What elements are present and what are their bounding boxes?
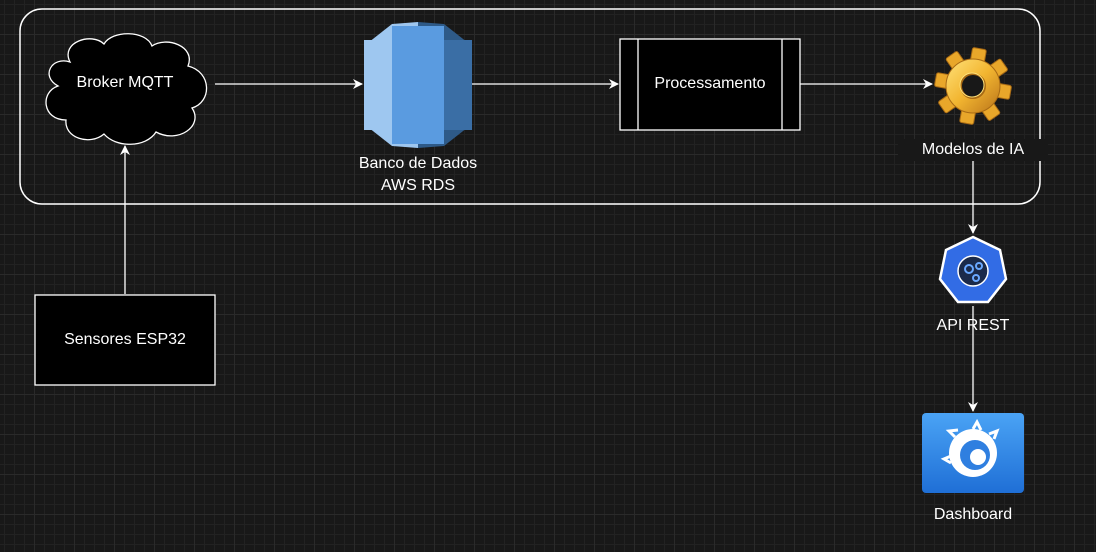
broker-cloud-shape[interactable] [45,33,208,145]
database-label: Banco de Dados AWS RDS [358,155,478,194]
ai-models-label: Modelos de IA [898,139,1048,161]
broker-label: Broker MQTT [76,74,174,91]
dashboard-label: Dashboard [933,506,1013,523]
dashboard-grafana-icon[interactable] [922,413,1024,493]
cloud-group-container [19,8,1041,205]
processing-box[interactable] [619,38,801,131]
sensors-label: Sensores ESP32 [64,331,186,348]
processing-label: Processamento [654,75,766,92]
aws-rds-database-icon[interactable] [364,22,472,148]
sensors-box[interactable] [34,294,216,386]
api-kubernetes-icon[interactable] [938,235,1008,304]
api-label: API REST [936,317,1010,334]
gear-icon[interactable] [934,47,1012,125]
